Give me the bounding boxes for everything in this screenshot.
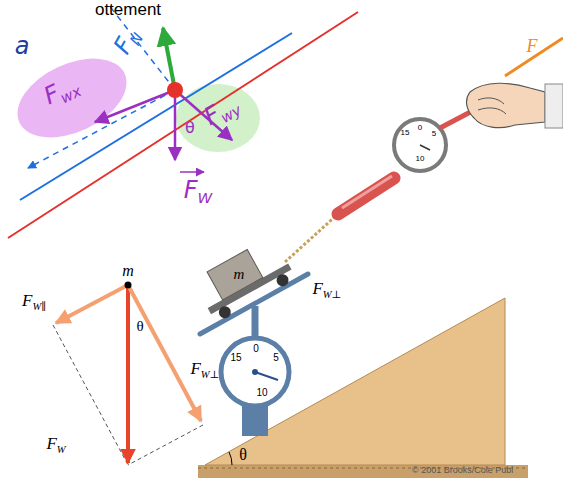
hand [467,83,545,127]
ground [198,465,528,478]
acceleration-label: a [15,34,30,58]
force-label: F [527,37,538,55]
force-label: FW∥ [22,292,46,312]
force-label: FW [46,435,65,455]
dial-number: 10 [256,388,267,398]
scale-dial [221,338,289,406]
force-label: Fwy [200,91,244,133]
dial-number: 0 [253,344,259,354]
component-arrow [128,285,201,421]
pull-force-line [505,38,563,76]
rope [285,214,338,262]
angle-label: θ [136,319,143,334]
finger-lines [478,98,506,114]
body-dot [167,82,183,98]
heading-fragment: ottement [95,0,161,17]
dial-number: 15 [401,129,410,137]
spring-scale-dial [394,119,446,171]
parallel-line [20,33,292,200]
dashed-line [128,425,203,465]
copyright-note: © 2001 Brooks/Cole Publ [412,466,513,475]
dial-number: 5 [432,130,436,138]
incline-line [8,12,358,238]
force-label: FW⊥ [190,360,219,380]
dial-number: 15 [230,353,241,363]
dial-number: 5 [273,353,279,363]
incline-wedge [205,298,505,465]
force-arrow [174,90,177,160]
dial-number: 0 [418,124,422,132]
force-label: FW [184,178,213,206]
dial-needle [420,145,430,150]
mass-dot [125,282,132,289]
scale-post [252,306,259,336]
normal-force-arrow [163,28,175,90]
highlight-ellipse [5,43,139,154]
weight-arrow [126,285,130,463]
force-arrow [95,90,175,122]
vector-arrow-mark [180,171,204,173]
mass-label: m [234,267,245,282]
dial-number: 10 [416,155,425,163]
sleeve [545,84,563,128]
force-label: FW⊥ [312,280,341,300]
spring-tube [338,178,394,214]
dashed-line [53,325,128,465]
dial-hub [252,369,258,375]
dial-needle [255,372,278,380]
force-label: FN [110,24,147,60]
component-arrow [56,285,128,323]
spring-tube-shine [342,176,392,208]
cart [192,235,297,323]
highlight-ellipse [176,84,260,152]
angle-label: θ [239,447,247,463]
mass-label: m [122,263,134,279]
angle-label: θ [185,120,195,136]
angle-arc [229,452,232,465]
force-label: Fwx [40,72,83,112]
